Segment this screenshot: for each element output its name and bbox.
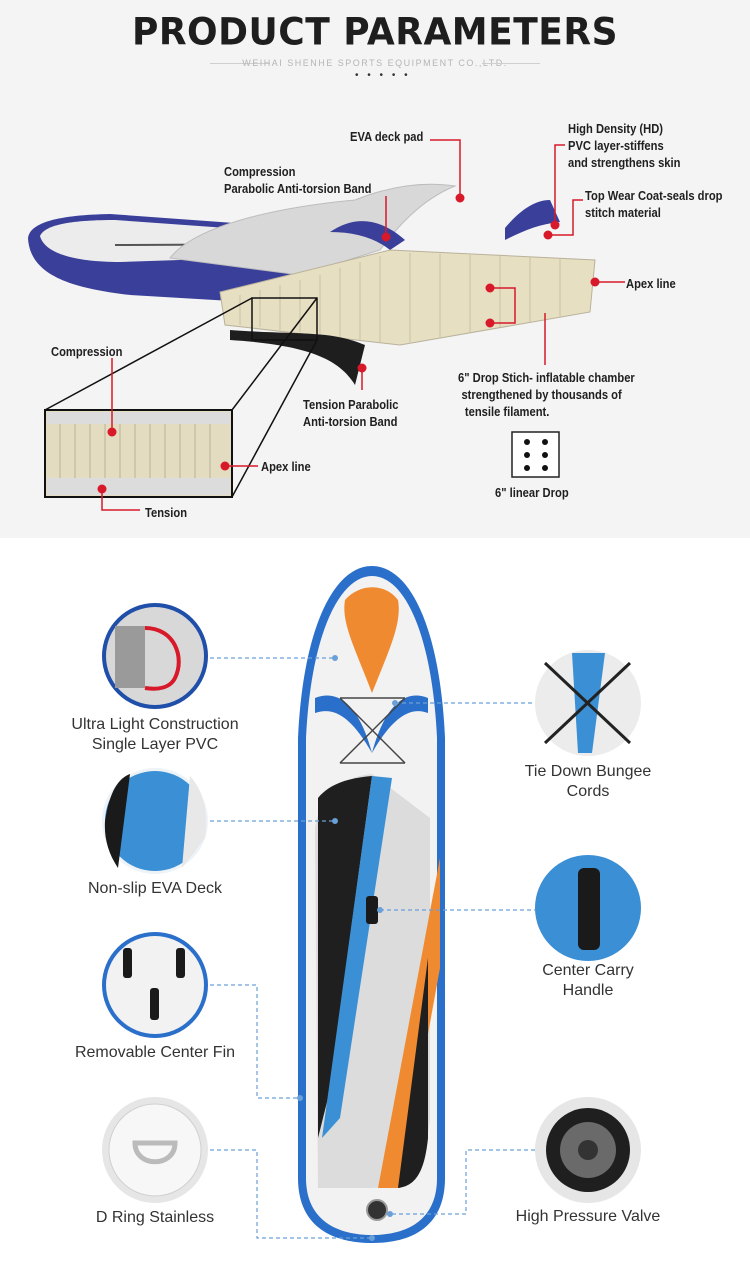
label-hd-pvc: High Density (HD) PVC layer-stiffens and… <box>568 120 680 171</box>
feature-line: Handle <box>562 982 614 999</box>
linear-drop-icon <box>511 431 560 478</box>
valve-shape <box>366 1199 388 1221</box>
feature-bungee: Tie Down Bungee Cords <box>488 762 688 802</box>
feature-handle: Center Carry Handle <box>488 961 688 1001</box>
feature-line: D Ring Stainless <box>95 1209 215 1226</box>
label-apex-line-zoom: Apex line <box>261 459 311 474</box>
feature-thumb-ultra-light <box>102 603 208 709</box>
label-compression: Compression <box>51 344 123 359</box>
feature-ultra-light: Ultra Light Construction Single Layer PV… <box>40 715 270 755</box>
label-linear-drop: 6" linear Drop <box>495 485 569 500</box>
label-line: 6" Drop Stich- inflatable chamber <box>458 370 635 385</box>
feature-line: High Pressure Valve <box>515 1208 661 1225</box>
carry-handle-shape <box>366 896 378 924</box>
callout-lines <box>101 139 625 511</box>
nose-blue-right <box>372 695 428 753</box>
traction-orange-stripe <box>378 858 440 1188</box>
feature-line: Cords <box>566 783 610 800</box>
label-line: High Density (HD) <box>568 121 664 136</box>
callout-dots <box>97 193 600 494</box>
label-compression-band: Compression Parabolic Anti-torsion Band <box>224 163 371 197</box>
label-drop-stitch: 6" Drop Stich- inflatable chamber streng… <box>458 369 635 420</box>
label-line: PVC layer-stiffens <box>568 138 664 153</box>
feature-callout-lines <box>210 657 535 1239</box>
nose-orange-shape <box>344 587 399 693</box>
label-line: Parabolic Anti-torsion Band <box>224 181 372 196</box>
drop-stitch-core <box>219 249 596 346</box>
decorative-dots: • • • • • <box>355 70 411 81</box>
eva-pad-shape <box>169 183 457 276</box>
label-tension: Tension <box>145 505 188 520</box>
nose-blue-left <box>315 695 372 753</box>
construction-diagram <box>28 139 625 511</box>
feature-line: Center Carry <box>542 962 634 979</box>
label-eva-deck-pad: EVA deck pad <box>350 129 424 144</box>
label-line: Tension Parabolic <box>303 397 399 412</box>
label-top-wear-coat: Top Wear Coat-seals drop stitch material <box>585 187 723 221</box>
feature-line: Non-slip EVA Deck <box>88 880 222 897</box>
label-line: and strengthens skin <box>568 155 681 170</box>
subtitle-rule-right <box>482 63 540 64</box>
traction-black-left <box>318 776 372 1138</box>
label-line: tensile filament. <box>464 404 550 419</box>
features-illustration <box>102 566 641 1243</box>
tension-band-shape <box>230 330 365 385</box>
feature-non-slip: Non-slip EVA Deck <box>40 879 270 899</box>
label-line: strengthened by thousands of <box>461 387 622 402</box>
company-subtitle: WEIHAI SHENHE SPORTS EQUIPMENT CO.,LTD. <box>242 58 508 68</box>
feature-line: Tie Down Bungee <box>524 763 652 780</box>
feature-thumb-d-ring <box>102 1097 208 1203</box>
hd-pvc-shape <box>505 200 560 240</box>
feature-line: Removable Center Fin <box>74 1044 236 1061</box>
feature-d-ring: D Ring Stainless <box>40 1208 270 1228</box>
feature-thumb-valve <box>535 1097 641 1203</box>
feature-thumb-fin <box>102 932 208 1038</box>
zoom-top-skin <box>47 412 230 424</box>
label-line: stitch material <box>585 205 661 220</box>
feature-thumb-bungee <box>535 650 641 756</box>
feature-line: Ultra Light Construction <box>71 716 239 733</box>
label-line: Compression <box>224 164 296 179</box>
label-line: Anti-torsion Band <box>303 414 398 429</box>
feature-valve: High Pressure Valve <box>488 1207 688 1227</box>
subtitle-rule-left <box>210 63 270 64</box>
product-parameters-section: PRODUCT PARAMETERS WEIHAI SHENHE SPORTS … <box>0 0 750 538</box>
label-tension-band: Tension Parabolic Anti-torsion Band <box>303 396 398 430</box>
zoom-bottom-skin <box>47 478 230 495</box>
features-section: Ultra Light Construction Single Layer PV… <box>0 538 750 1267</box>
feature-line: Single Layer PVC <box>91 736 219 753</box>
label-line: Top Wear Coat-seals drop <box>585 188 723 203</box>
feature-thumb-handle <box>535 855 641 961</box>
traction-blue-stripe <box>322 776 392 1138</box>
bungee-cords <box>339 697 406 764</box>
label-apex-line: Apex line <box>626 276 676 291</box>
feature-thumb-non-slip <box>102 768 208 874</box>
page-title: PRODUCT PARAMETERS <box>131 10 619 55</box>
traction-black-right <box>398 958 428 1188</box>
feature-fin: Removable Center Fin <box>40 1043 270 1063</box>
